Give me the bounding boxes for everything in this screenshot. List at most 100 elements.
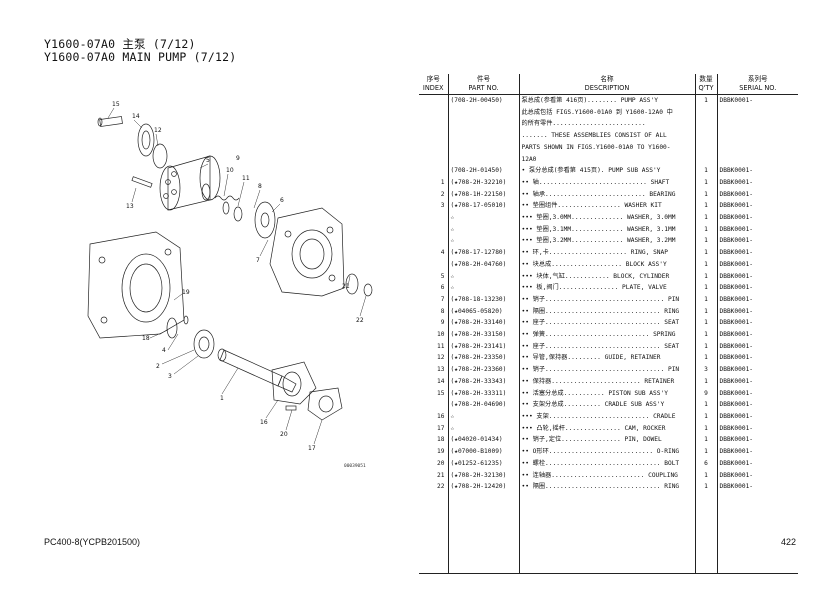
left-housing-drawing: [87, 231, 215, 359]
table-row: 18(★04020-01434)•• 销子,定位................…: [419, 434, 798, 447]
table-row: 21(★708-2H-32130)•• 连轴器.................…: [419, 469, 798, 482]
row-qty: 1: [694, 317, 717, 330]
row-index: 10: [437, 331, 445, 339]
row-serial-no: DBBK0001-: [716, 317, 798, 330]
callout-9: 9: [236, 155, 240, 162]
row-qty: 1: [694, 94, 717, 107]
row-qty: 1: [694, 235, 717, 248]
row-serial-no: [716, 141, 798, 154]
row-qty: 1: [694, 422, 717, 435]
callout-22: 22: [356, 317, 364, 324]
row-serial-no: DBBK0001-: [716, 364, 798, 376]
row-part-no: (★708-2H-23360): [447, 364, 519, 376]
row-description: •• 轴承........................... BEARING: [518, 188, 695, 201]
table-row: ☆••• 垫圈,3.0MM.............. WASHER, 3.0M…: [419, 212, 798, 224]
row-serial-no: DBBK0001-: [716, 329, 798, 341]
row-serial-no: DBBK0001-: [716, 270, 798, 283]
row-description: ••• 垫圈,3.2MM.............. WASHER, 3.2MM: [518, 235, 695, 248]
row-qty: 1: [694, 399, 717, 411]
row-serial-no: DBBK0001-: [716, 258, 798, 271]
row-part-no: (708-2H-01450): [447, 165, 519, 177]
row-qty: 1: [694, 212, 717, 224]
callout-7: 7: [256, 257, 260, 264]
title-line-cn: Y1600-07A0 主泵 (7/12): [44, 37, 196, 51]
right-housing-drawing: [269, 207, 373, 297]
row-description: PARTS SHOWN IN FIGS.Y1600-01A0 TO Y1600-: [518, 141, 695, 154]
row-part-no: (★708-18-13230): [447, 293, 519, 306]
row-serial-no: [716, 106, 798, 119]
callout-14: 14: [132, 113, 140, 120]
row-index: 18: [437, 436, 445, 444]
callout-12: 12: [154, 127, 162, 134]
row-index: 12: [437, 354, 445, 362]
row-serial-no: DBBK0001-: [716, 446, 798, 458]
row-serial-no: DBBK0001-: [716, 387, 798, 400]
table-row: 12A0: [419, 153, 798, 166]
table-row: 2(★708-1H-22150)•• 轴承...................…: [419, 188, 798, 201]
row-index: [419, 142, 448, 154]
row-description: •• 垫圈组件................. WASHER KIT: [518, 200, 695, 213]
row-part-no: [447, 106, 519, 119]
row-qty: [694, 118, 717, 131]
row-index: 16: [437, 412, 445, 420]
row-index: 21: [437, 471, 445, 479]
row-part-no: (★708-2H-12420): [447, 481, 519, 493]
row-serial-no: [716, 130, 798, 142]
row-index: 17: [437, 424, 445, 432]
row-part-no: ☆: [447, 422, 519, 435]
row-part-no: (★708-2H-33343): [447, 375, 519, 388]
row-description: •• 块总成................... BLOCK ASS'Y: [518, 258, 695, 271]
callout-2: 2: [156, 363, 160, 370]
row-qty: 1: [694, 223, 717, 236]
row-serial-no: DBBK0001-: [716, 352, 798, 365]
callout-10: 10: [226, 167, 234, 174]
row-index: 9: [440, 319, 445, 327]
row-serial-no: DBBK0001-: [716, 375, 798, 388]
row-description: •• 销子................................ PI…: [518, 364, 695, 376]
row-serial-no: DBBK0001-: [716, 247, 798, 259]
callout-17: 17: [308, 445, 316, 452]
row-qty: 1: [694, 293, 717, 306]
row-serial-no: DBBK0001-: [716, 212, 798, 224]
row-qty: 1: [694, 410, 717, 423]
row-index: [419, 259, 448, 271]
row-part-no: (★708-2H-33140): [447, 317, 519, 330]
title-line-en: Y1600-07A0 MAIN PUMP (7/12): [44, 50, 237, 64]
row-serial-no: DBBK0001-: [716, 235, 798, 248]
table-filler-row: [419, 492, 798, 574]
page-number: 422: [781, 537, 797, 547]
exploded-parts-diagram: 15 14 12 5 9 10 11 8 6 7 13 19 18 22 21 …: [87, 101, 373, 452]
row-part-no: (★07000-B1009): [447, 446, 519, 458]
row-qty: 6: [694, 457, 717, 470]
row-part-no: ☆: [447, 235, 519, 248]
callout-15: 15: [112, 101, 120, 108]
empty-cell: [518, 492, 695, 574]
row-description: •• 销子................................ PI…: [518, 293, 695, 306]
row-description: •• 座子............................... SEA…: [518, 317, 695, 330]
row-description: •• 连轴器......................... COUPLING: [518, 469, 695, 482]
row-qty: 3: [694, 364, 717, 376]
row-description: ••• 垫圈,3.1MM.............. WASHER, 3.1MM: [518, 223, 695, 236]
row-description: 此总成包括 FIGS.Y1600-01A0 到 Y1600-12A0 中: [518, 106, 695, 119]
row-part-no: [447, 118, 519, 131]
callout-6: 6: [280, 197, 284, 204]
table-row: (★708-2H-04760)•• 块总成...................…: [419, 258, 798, 271]
row-serial-no: [716, 118, 798, 131]
table-row: 16☆••• 支架........................... CRA…: [419, 410, 798, 423]
callout-16: 16: [260, 419, 268, 426]
table-row: (708-2H-01450)• 泵分总成(参看第 415页). PUMP SUB…: [419, 165, 798, 177]
row-description: •• 活塞分总成........... PISTON SUB ASS'Y: [518, 387, 695, 400]
row-qty: 1: [694, 340, 717, 353]
row-serial-no: DBBK0001-: [716, 176, 798, 189]
row-part-no: (★708-1H-22150): [447, 188, 519, 201]
table-row: 11(★708-2H-23141)•• 座子..................…: [419, 340, 798, 353]
row-description: •• 导管,保持器......... GUIDE, RETAINER: [518, 352, 695, 365]
row-index: 7: [440, 295, 445, 303]
callout-13: 13: [126, 203, 134, 210]
table-row: ☆••• 垫圈,3.2MM.............. WASHER, 3.2M…: [419, 235, 798, 248]
row-qty: 1: [694, 481, 717, 493]
row-index: [419, 399, 448, 411]
